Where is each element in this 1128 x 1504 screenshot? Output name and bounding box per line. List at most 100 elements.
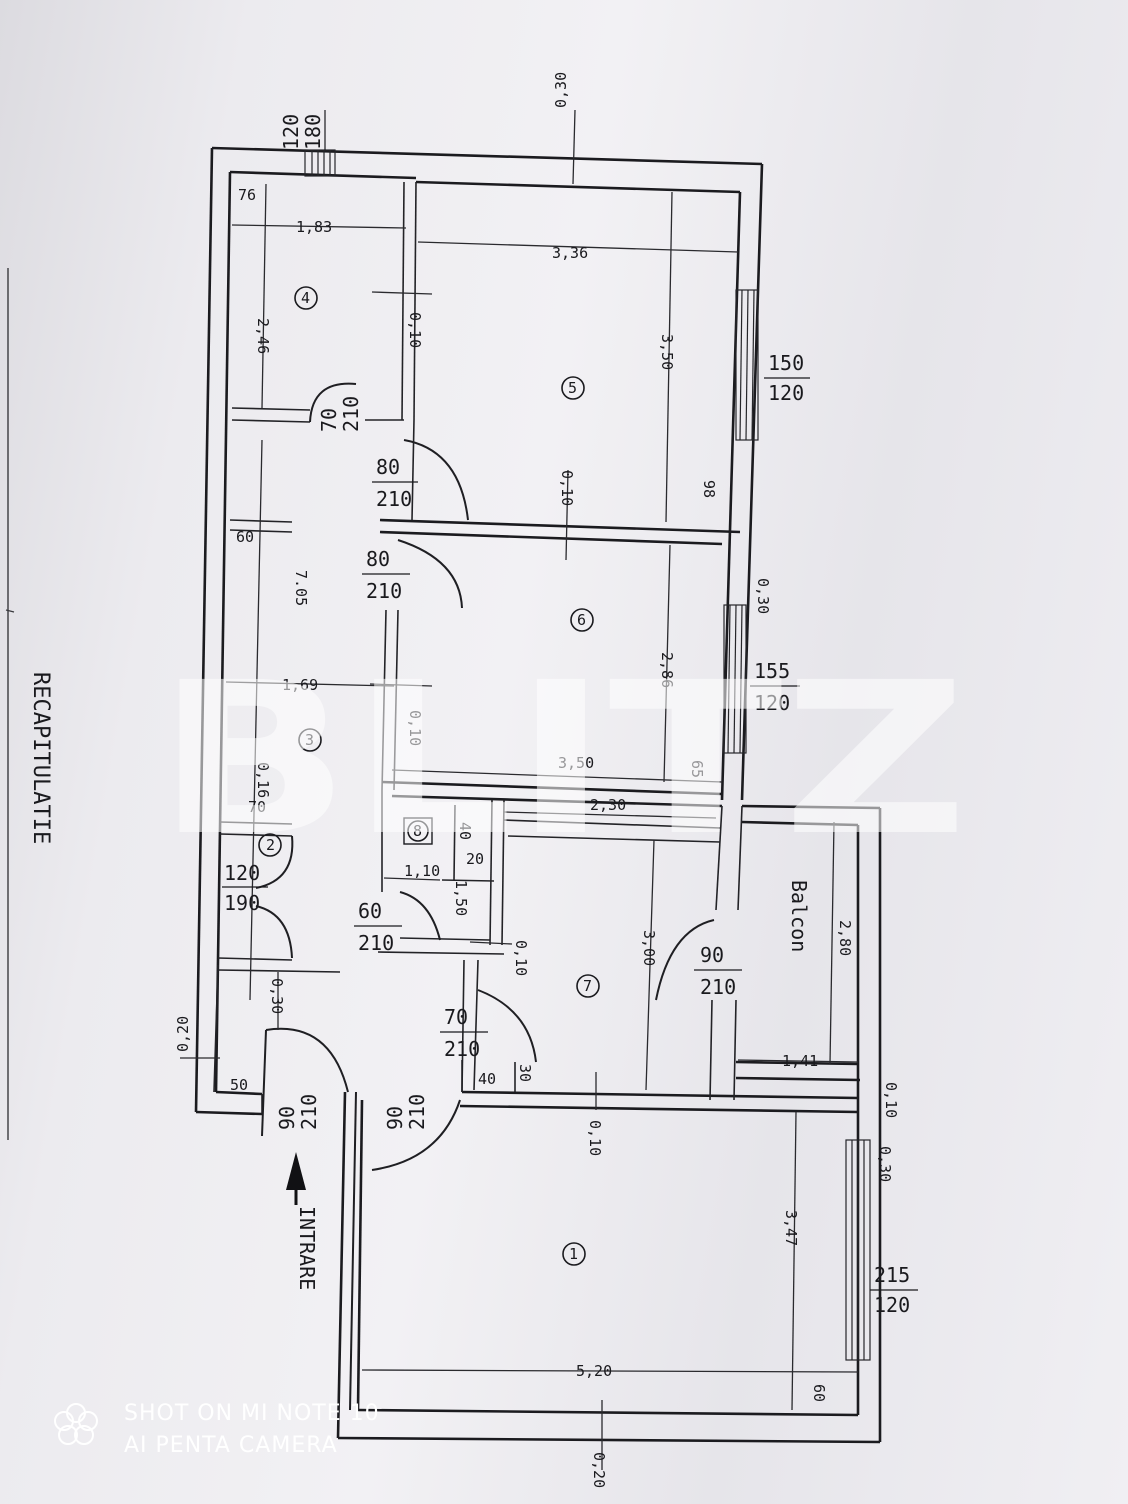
- dim-wall3: 0,10: [406, 710, 424, 746]
- svg-text:5: 5: [568, 379, 577, 397]
- window-room5: [735, 289, 759, 441]
- svg-text:7: 7: [583, 977, 592, 995]
- dim-wall78: 0,10: [512, 940, 530, 976]
- svg-text:80: 80: [376, 455, 400, 479]
- room-number-2: 2: [258, 833, 282, 857]
- svg-text:190: 190: [224, 891, 260, 915]
- door-room4-label: 70 210: [317, 396, 363, 432]
- dim-r1-60: 60: [810, 1384, 828, 1402]
- dim-r6-pier: 65: [688, 760, 706, 778]
- svg-text:2: 2: [266, 836, 275, 854]
- svg-text:60: 60: [358, 899, 382, 923]
- svg-text:210: 210: [358, 931, 394, 955]
- dim-hall-len: 7.05: [292, 570, 310, 606]
- door-balcony-label: 90 210: [694, 943, 742, 999]
- dim-r1-wall: 0,30: [876, 1146, 894, 1182]
- room-number-4: 4: [294, 286, 318, 310]
- entrance-arrow: [286, 1152, 306, 1205]
- svg-text:210: 210: [297, 1094, 321, 1130]
- window-room1-label: 215 120: [870, 1263, 918, 1317]
- dim-r8-40: 40: [456, 822, 474, 840]
- blitz-watermark: BLITZ: [156, 637, 968, 882]
- svg-text:210: 210: [405, 1094, 429, 1130]
- room-number-6: 6: [570, 608, 594, 632]
- svg-text:3: 3: [305, 731, 314, 749]
- dim-r1-h: 3,47: [782, 1210, 800, 1246]
- balcony-label: Balcon: [787, 880, 811, 952]
- svg-text:4: 4: [301, 289, 310, 307]
- door-room8-label: 60 210: [354, 899, 402, 955]
- dim-r7-w: 2,30: [590, 796, 626, 814]
- svg-text:70: 70: [444, 1005, 468, 1029]
- svg-text:70: 70: [317, 408, 341, 432]
- door-room5-label: 80 210: [372, 455, 418, 511]
- svg-text:80: 80: [366, 547, 390, 571]
- camera-line-2: AI PENTA CAMERA: [124, 1433, 338, 1458]
- dim-r5-w: 3,36: [552, 244, 588, 262]
- dim-bal-w: 1,41: [782, 1052, 818, 1070]
- dim-entry-020: 0,20: [174, 1016, 192, 1052]
- dim-bal-wall: 0,10: [882, 1082, 900, 1118]
- camera-logo-icon: [54, 1403, 98, 1445]
- door-room6-label: 80 210: [362, 547, 410, 603]
- svg-text:6: 6: [577, 611, 586, 629]
- dim-r8-150: 1,50: [452, 880, 470, 916]
- dim-r5-h: 3,50: [658, 334, 676, 370]
- svg-text:150: 150: [768, 351, 804, 375]
- svg-text:180: 180: [301, 114, 325, 150]
- dim-wall56: 0,10: [558, 470, 576, 506]
- dim-r7-h: 3,00: [640, 930, 658, 966]
- door-room2-label: 120 190: [222, 861, 268, 915]
- dim-r4-h: 2,46: [254, 318, 272, 354]
- door-swings: [255, 382, 715, 1411]
- dim-bottom: 0,20: [590, 1452, 608, 1488]
- dim-hall-016: 0,16: [254, 762, 272, 798]
- entrance-label: INTRARE: [295, 1206, 319, 1290]
- dim-r7-40: 40: [478, 1070, 496, 1088]
- svg-text:90: 90: [275, 1106, 299, 1130]
- svg-text:210: 210: [366, 579, 402, 603]
- svg-text:210: 210: [444, 1037, 480, 1061]
- window-room6-label: 155 120: [750, 659, 800, 715]
- door-entry-label: 90 210: [275, 1094, 321, 1130]
- outer-walls: [194, 146, 882, 1444]
- dim-wall30-right: 0,30: [754, 578, 772, 614]
- svg-text:90: 90: [700, 943, 724, 967]
- svg-text:210: 210: [700, 975, 736, 999]
- dim-entry-50: 50: [230, 1076, 248, 1094]
- dim-r4-corner: 76: [238, 186, 256, 204]
- svg-text:155: 155: [754, 659, 790, 683]
- margin-lines: [5, 268, 15, 1140]
- svg-text:120: 120: [754, 691, 790, 715]
- door-room7-label: 70 210: [440, 1005, 488, 1061]
- dim-hall-60: 60: [236, 528, 254, 546]
- dim-top-wall: 0,30: [552, 72, 570, 108]
- svg-text:120: 120: [768, 381, 804, 405]
- dim-wall45: 0,10: [406, 312, 424, 348]
- interior-walls: [213, 181, 743, 1114]
- dimension-lines: [180, 109, 859, 1470]
- svg-text:120: 120: [224, 861, 260, 885]
- dim-wall17: 0,10: [586, 1120, 604, 1156]
- dim-r5-pier: 98: [700, 480, 718, 498]
- camera-line-1: SHOT ON MI NOTE 10: [124, 1401, 380, 1426]
- window-room5-label: 150 120: [764, 351, 810, 405]
- svg-text:120: 120: [874, 1293, 910, 1317]
- svg-text:215: 215: [874, 1263, 910, 1287]
- dim-r8-20: 20: [466, 850, 484, 868]
- window-top-label: 180 120: [279, 110, 326, 150]
- door-room1-label: 90 210: [383, 1094, 429, 1130]
- window-room1: [845, 1139, 871, 1361]
- dim-r4-w: 1,83: [296, 218, 332, 236]
- dim-hall-w: 1,69: [282, 676, 318, 694]
- room-number-1: 1: [562, 1242, 586, 1266]
- dim-bal-h: 2,80: [836, 920, 854, 956]
- dim-r6-w: 3,50: [558, 754, 594, 772]
- svg-text:1: 1: [569, 1245, 578, 1263]
- room-number-7: 7: [576, 974, 600, 998]
- svg-text:120: 120: [279, 114, 303, 150]
- svg-text:8: 8: [413, 822, 422, 840]
- dimension-texts: 0,30 1,83 2,46 76 3,36 3,50 0,10 0,10 98…: [174, 72, 900, 1488]
